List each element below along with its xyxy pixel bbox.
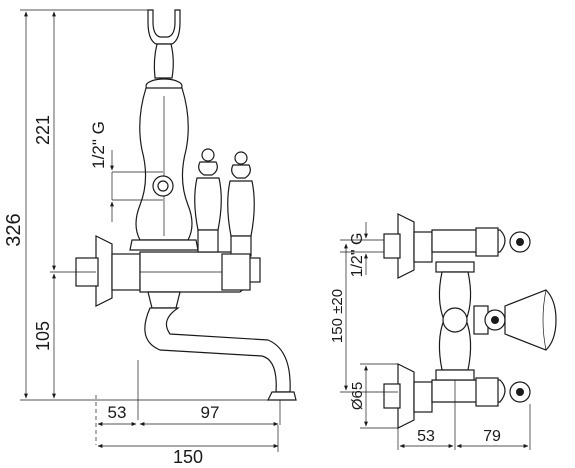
- front-dimensions: [20, 9, 279, 452]
- handle-right: [227, 151, 255, 257]
- dim-diameter-65: Ø65: [349, 382, 366, 410]
- bath-spout: [144, 307, 291, 393]
- dim-53-front: 53: [108, 403, 127, 422]
- dim-150-20: 150 ±20: [329, 289, 346, 343]
- handle-left: [194, 148, 222, 253]
- side-center-knob: [484, 309, 506, 331]
- dim-97: 97: [201, 403, 220, 422]
- valve-knob-lower: [509, 381, 531, 403]
- dim-150-front: 150: [173, 447, 203, 467]
- dim-326: 326: [3, 213, 25, 246]
- shower-hook: [147, 9, 181, 45]
- valve-knob-upper: [509, 231, 531, 253]
- dim-53-side: 53: [417, 428, 435, 445]
- side-dimensions: [340, 222, 531, 450]
- side-view: [383, 213, 557, 429]
- dim-79: 79: [483, 428, 501, 445]
- side-lever: [504, 289, 557, 351]
- dim-inlet-front: 1/2" G: [89, 121, 108, 169]
- dim-105: 105: [33, 321, 53, 351]
- front-view: [75, 9, 297, 445]
- riser-pipe: [153, 43, 174, 79]
- dim-inlet-side: 1/2" G: [349, 233, 366, 278]
- dim-221: 221: [33, 115, 53, 145]
